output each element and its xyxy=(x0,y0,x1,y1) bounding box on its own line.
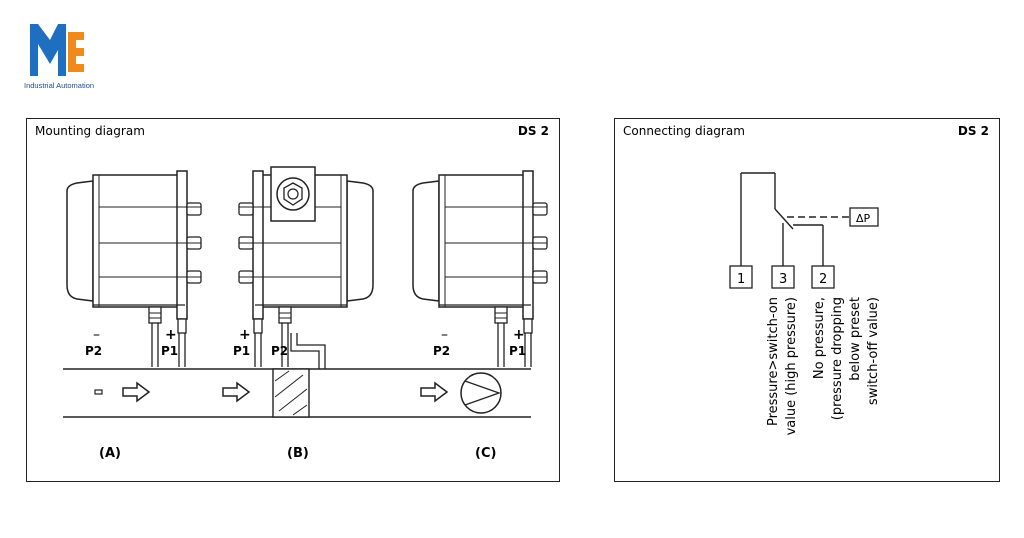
terminal-2-description: No pressure, (pressure dropping below pr… xyxy=(812,297,881,420)
desc2-line3: below preset xyxy=(848,297,863,381)
logo-tagline: Industrial Automation xyxy=(24,81,95,90)
desc2-line1: No pressure, xyxy=(812,297,827,379)
company-logo xyxy=(30,24,84,76)
wiring xyxy=(740,172,850,266)
label-p2-a: P2 xyxy=(85,344,102,358)
sign-plus-b: + xyxy=(239,327,251,343)
desc2-line4: switch-off value) xyxy=(866,297,881,405)
logo-blue-mark xyxy=(30,24,66,76)
label-p1-a: P1 xyxy=(161,344,178,358)
tube-p2-b xyxy=(290,333,320,369)
tube-p2-b-inner xyxy=(296,333,326,369)
label-c: (C) xyxy=(475,446,496,461)
label-p2-b: P2 xyxy=(271,344,288,358)
terminal-3-description: Pressure>switch-on value (high pressure) xyxy=(766,297,799,435)
connecting-diagram-panel: Connecting diagram DS 2 ΔP 1 3 2 Pressur… xyxy=(614,118,1000,482)
terminal-2: 2 xyxy=(819,272,827,287)
connecting-diagram-title: Connecting diagram xyxy=(623,124,745,138)
connecting-diagram-code: DS 2 xyxy=(957,124,989,138)
terminal-box-3 xyxy=(771,265,795,289)
flow-arrow-b xyxy=(222,382,250,402)
label-b: (B) xyxy=(287,446,309,461)
filter-element-b xyxy=(272,368,310,418)
flow-arrow-a xyxy=(122,382,150,402)
mounting-diagram-code: DS 2 xyxy=(517,124,549,138)
minus-marker-a xyxy=(94,389,103,395)
cable-gland-b xyxy=(270,166,316,222)
desc3-line2: value (high pressure) xyxy=(784,297,799,435)
mounting-diagram-title: Mounting diagram xyxy=(35,124,145,138)
desc3-line1: Pressure>switch-on xyxy=(766,297,781,426)
delta-p-box xyxy=(849,207,879,227)
filter-hatch-b xyxy=(274,370,308,416)
terminal-1: 1 xyxy=(737,272,745,287)
sign-minus-c: – xyxy=(441,327,448,343)
mounting-drawing: – P2 + P1 (A) + P1 P2 (B) – P2 xyxy=(63,166,548,461)
sign-plus-a: + xyxy=(165,327,177,343)
pressure-switch-a xyxy=(66,170,202,368)
terminal-box-2 xyxy=(811,265,835,289)
logo-orange-mark xyxy=(68,32,84,72)
flow-arrow-c xyxy=(420,382,448,402)
label-p1-c: P1 xyxy=(509,344,526,358)
pressure-switch-c xyxy=(412,170,548,368)
desc2-line2: (pressure dropping xyxy=(830,297,845,420)
label-p2-c: P2 xyxy=(433,344,450,358)
mounting-diagram-panel: Mounting diagram DS 2 xyxy=(26,118,560,482)
fan-symbol-c xyxy=(460,372,502,414)
sign-plus-c: + xyxy=(513,327,525,343)
sign-minus-a: – xyxy=(93,327,100,343)
label-a: (A) xyxy=(99,446,121,461)
label-p1-b: P1 xyxy=(233,344,250,358)
connecting-drawing: ΔP 1 3 2 Pressure>switch-on value (high … xyxy=(729,172,881,435)
delta-p-label: ΔP xyxy=(856,212,871,225)
terminal-box-1 xyxy=(729,265,753,289)
terminal-3: 3 xyxy=(779,272,787,287)
